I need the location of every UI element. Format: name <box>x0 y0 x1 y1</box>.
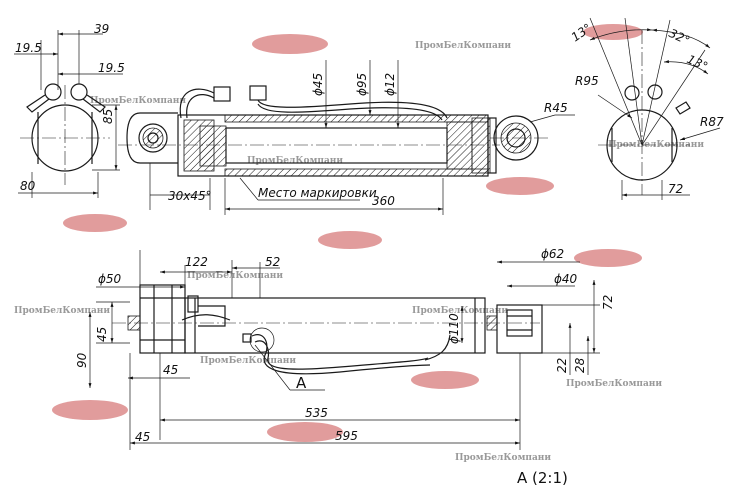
dim-phi12: ϕ12 <box>383 73 397 96</box>
dim-phi45: ϕ45 <box>311 73 325 96</box>
top-main-section-view: ϕ45 ϕ95 ϕ12 R45 30x45° Место маркировки … <box>118 60 575 215</box>
watermark-text: ПромБелКомпани <box>415 41 511 51</box>
watermark-text: ПромБелКомпани <box>412 306 508 316</box>
dim-22: 22 <box>555 358 569 373</box>
view-label: A (2:1) <box>517 469 568 487</box>
dim-r87: R87 <box>700 115 724 129</box>
watermark-stamps <box>52 24 643 442</box>
marking-note: Место маркировки <box>258 186 377 200</box>
chamfer-note: 30x45° <box>168 189 212 203</box>
dim-52: 52 <box>265 255 280 269</box>
dim-80: 80 <box>20 179 36 193</box>
watermark-text: ПромБелКомпани <box>455 453 551 463</box>
watermark-text: ПромБелКомпани <box>247 156 343 166</box>
dim-72-top: 72 <box>668 182 683 196</box>
leader-label-a: A <box>296 374 307 392</box>
watermark-text: ПромБелКомпани <box>90 96 186 106</box>
watermark-text: ПромБелКомпани <box>187 271 283 281</box>
dim-45-left: 45 <box>95 327 109 342</box>
dim-45-bottom: 45 <box>163 363 178 377</box>
dim-phi110: ϕ110 <box>447 313 461 344</box>
dim-39: 39 <box>94 22 109 36</box>
left-end-view: 39 19.5 19.5 85 80 <box>14 22 125 198</box>
bottom-external-view: 122 52 ϕ50 45 90 45 ϕ110 ϕ62 ϕ40 72 22 2… <box>75 247 615 450</box>
dim-45-base: 45 <box>135 430 150 444</box>
dim-r45: R45 <box>544 101 568 115</box>
watermark-text: ПромБелКомпани <box>200 356 296 366</box>
dim-phi95: ϕ95 <box>355 73 369 96</box>
dim-13deg-right: 13° <box>685 52 710 74</box>
dim-phi40: ϕ40 <box>554 272 578 286</box>
dim-72-right: 72 <box>601 295 615 310</box>
watermark-texts: ПромБелКомпани ПромБелКомпани ПромБелКом… <box>14 41 704 463</box>
dim-535: 535 <box>305 406 328 420</box>
dim-phi62: ϕ62 <box>541 247 564 261</box>
dim-90: 90 <box>75 352 89 368</box>
dim-122: 122 <box>185 255 208 269</box>
dim-360: 360 <box>372 194 395 208</box>
dim-r95: R95 <box>575 74 599 88</box>
dim-19-5-low: 19.5 <box>98 61 125 75</box>
watermark-text: ПромБелКомпани <box>566 379 662 389</box>
dim-13deg-left: 13° <box>569 21 594 45</box>
dim-19-5-top: 19.5 <box>15 41 42 55</box>
watermark-text: ПромБелКомпани <box>14 306 110 316</box>
dim-phi50: ϕ50 <box>98 272 122 286</box>
right-end-view: 13° 32° 13° R95 R87 72 <box>569 17 724 200</box>
dim-85: 85 <box>101 109 115 124</box>
watermark-text: ПромБелКомпани <box>608 140 704 150</box>
dim-595: 595 <box>335 429 358 443</box>
dim-28: 28 <box>573 357 587 373</box>
dim-32deg: 32° <box>667 26 692 48</box>
